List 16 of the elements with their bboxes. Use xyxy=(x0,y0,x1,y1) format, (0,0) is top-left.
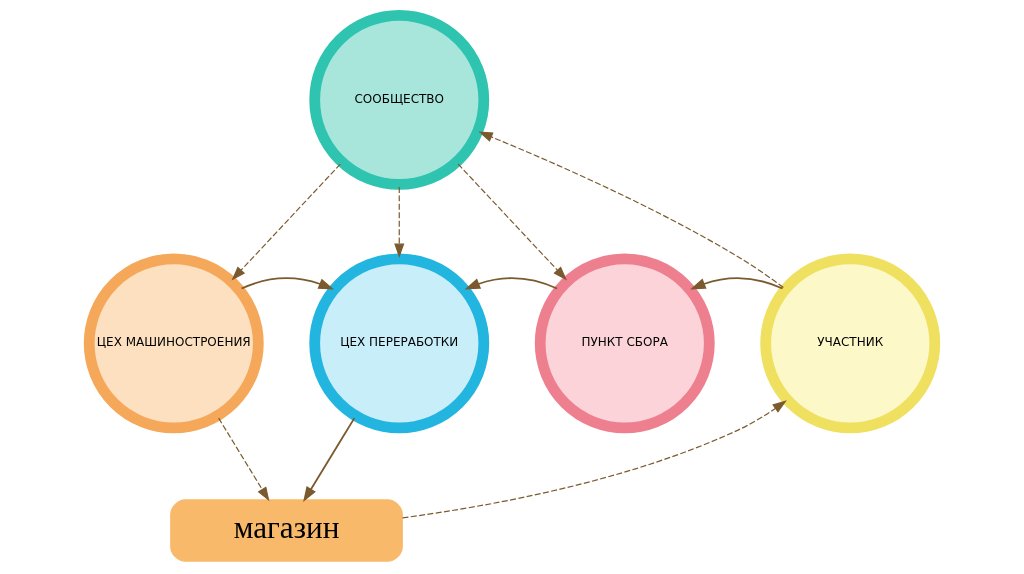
arrow xyxy=(218,417,270,502)
node-circle: ЦЕХ ПЕРЕРАБОТКИ xyxy=(309,253,490,434)
arrow xyxy=(464,277,558,290)
arrow xyxy=(303,417,356,503)
arrow xyxy=(457,163,567,281)
node-circle: ПУНКТ СБОРА xyxy=(534,253,715,434)
arrow xyxy=(231,163,341,281)
node-box: магазин xyxy=(170,499,403,562)
arrow xyxy=(478,131,784,289)
arrow xyxy=(394,186,405,258)
arrow xyxy=(401,400,787,519)
node-circle: ЦЕХ МАШИНОСТРОЕНИЯ xyxy=(83,253,264,434)
node-circle: СООБЩЕСТВО xyxy=(309,9,490,190)
node-circle: УЧАСТНИК xyxy=(760,253,941,434)
arrow xyxy=(240,277,335,290)
arrow xyxy=(690,277,784,290)
